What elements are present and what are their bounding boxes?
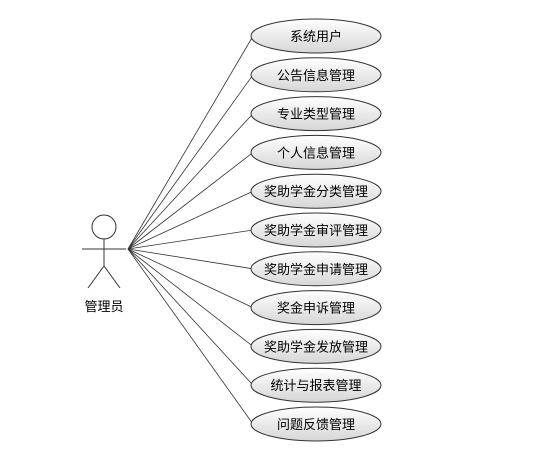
use-case[interactable]: 统计与报表管理 [250, 367, 382, 403]
use-case[interactable]: 奖金申诉管理 [250, 290, 382, 326]
use-case-ellipse [250, 134, 382, 170]
actor-head [91, 214, 117, 240]
use-case[interactable]: 奖助学金申请管理 [250, 251, 382, 287]
use-case-ellipse [250, 96, 382, 132]
use-case-ellipse [250, 367, 382, 403]
association-line [127, 35, 254, 250]
association-lines [127, 35, 254, 425]
use-case[interactable]: 奖助学金分类管理 [250, 173, 382, 209]
use-case-label: 公告信息管理 [277, 68, 355, 84]
use-case-label: 奖助学金申请管理 [264, 262, 368, 278]
association-line [127, 248, 254, 425]
association-line [127, 248, 254, 308]
association-line [127, 248, 254, 347]
association-line [127, 248, 254, 270]
use-case-ellipse [250, 57, 382, 93]
use-case[interactable]: 问题反馈管理 [250, 406, 382, 442]
use-case[interactable]: 系统用户 [250, 18, 382, 54]
use-case[interactable]: 奖助学金发放管理 [250, 328, 382, 364]
use-case-label: 问题反馈管理 [277, 418, 355, 433]
use-case-label: 统计与报表管理 [270, 379, 361, 394]
actor-label: 管理员 [84, 300, 123, 315]
actor-administrator[interactable]: 管理员 [82, 214, 126, 315]
use-case[interactable]: 个人信息管理 [250, 134, 382, 170]
use-case-label: 奖金申诉管理 [277, 301, 355, 317]
association-line [127, 113, 254, 250]
use-case-ellipse [250, 18, 382, 54]
association-line [127, 74, 254, 250]
use-case-ellipse [250, 251, 382, 287]
use-case-ellipse [250, 406, 382, 442]
use-case-ellipse [250, 328, 382, 364]
use-case-ellipse [250, 173, 382, 209]
use-case-label: 奖助学金分类管理 [264, 184, 368, 200]
association-line [127, 248, 254, 386]
use-case[interactable]: 公告信息管理 [250, 57, 382, 93]
actor-left-leg [87, 265, 105, 289]
use-case-ellipse [250, 212, 382, 248]
association-line [127, 152, 254, 250]
use-case-label: 专业类型管理 [277, 108, 355, 123]
actor-right-leg [103, 265, 121, 289]
use-case-ellipse [250, 290, 382, 326]
use-cases: 系统用户公告信息管理专业类型管理个人信息管理奖助学金分类管理奖助学金审评管理奖助… [250, 18, 382, 442]
use-case-label: 个人信息管理 [277, 145, 355, 161]
association-line [127, 190, 254, 250]
use-case[interactable]: 专业类型管理 [250, 96, 382, 132]
use-case-label: 奖助学金发放管理 [264, 339, 368, 355]
use-case-label: 奖助学金审评管理 [264, 223, 368, 239]
use-case[interactable]: 奖助学金审评管理 [250, 212, 382, 248]
association-line [127, 229, 254, 250]
use-case-label: 系统用户 [290, 29, 342, 45]
